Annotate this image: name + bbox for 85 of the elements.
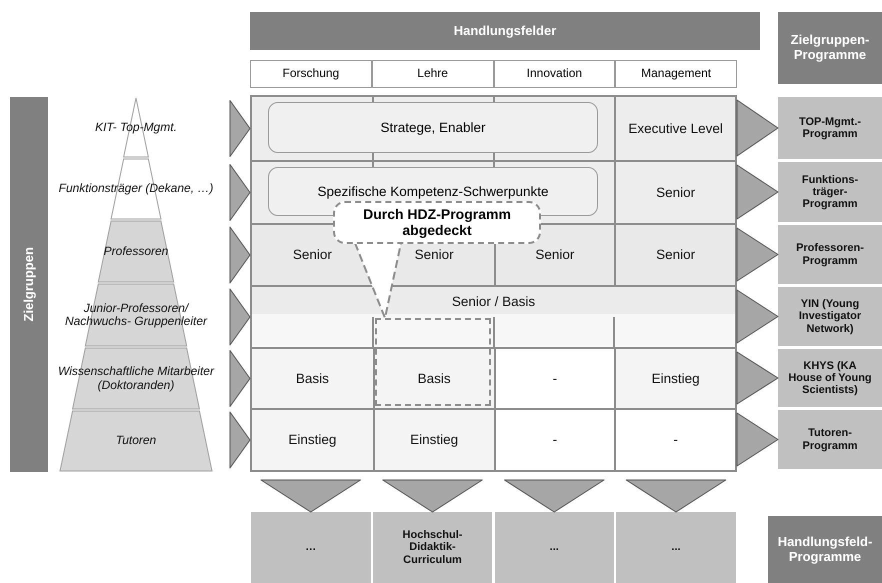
group-label: Wissenschaftliche Mitarbeiter (Doktoranden) [57,365,216,392]
matrix-row [250,285,737,349]
label-text: Senior [292,247,332,263]
callout-pointer [354,242,402,319]
chevron-arrow [736,290,778,344]
header-bar [250,12,760,50]
chevron-arrow [230,350,250,407]
header-bar [768,516,882,583]
rounded-box [268,102,598,153]
label-text: Hochschul- Didaktik- Curriculum [402,529,464,566]
program-box [251,512,370,583]
group-label: KIT- Top-Mgmt. [95,120,177,134]
chevron-arrow [230,164,250,221]
column-header [250,60,372,88]
program-box [494,512,614,583]
label-text: Durch HDZ-Programm abgedeckt [362,206,512,238]
column-header [494,60,616,88]
label-text: Senior [414,247,454,263]
label-text: Handlungsfeld- Programme [776,534,874,564]
matrix-cell [494,410,614,470]
label-text: Spezifische Kompetenz-Schwerpunkte [317,184,549,200]
matrix-row [250,95,737,162]
group-label: Funktionsträger (Dekane, …) [58,182,214,196]
label-text: ... [550,541,559,554]
label-text: Senior [535,247,574,263]
chevron-arrow [230,100,250,157]
label-text: Einstieg [410,432,458,448]
label-text: Zielgruppen-Programme [790,33,870,63]
group-label: Tutoren [116,434,156,448]
label-text: TOP-Mgmt.- Programm [798,116,862,140]
chevron-arrow [382,480,483,512]
label-text: Senior [656,247,696,263]
matrix-cell [494,349,614,408]
label-text: Tutoren- Programm [801,427,859,452]
label-text: … [305,541,316,554]
label-text: KHYS (KA House of Young Scientists) [788,360,872,396]
label-text: Stratege, Enabler [380,120,486,136]
label-text: Handlungsfelder [454,24,556,38]
column-label: Innovation [526,67,582,81]
label-text: - [552,370,558,386]
program-box [778,162,882,222]
column-label: Lehre [417,67,448,81]
label-text: Senior / Basis [452,294,536,310]
column-label: Management [641,67,712,81]
label-text: Executive Level [628,120,723,136]
chevron-arrow [736,412,778,466]
program-box [778,287,882,346]
chevron-arrow [504,480,604,512]
program-box [778,225,882,284]
program-box [778,410,882,469]
group-label: Junior-Professoren/ Nachwuchs- Gruppenleiter [64,302,208,328]
header-bar [778,12,882,84]
column-header [615,60,737,88]
label-text: Einstieg [288,432,336,448]
program-box [372,512,492,583]
group-label: Professoren [104,244,168,258]
label-text: Basis [296,370,329,386]
program-box [616,512,736,583]
label-text: Basis [418,370,451,386]
chevron-arrow [230,288,250,346]
label-text: - [552,432,558,448]
label-text: Professoren- Programm [795,242,865,267]
label-text: Senior [656,184,696,200]
label-text: YIN (Young Investigator Network) [798,298,862,335]
chevron-arrow [626,480,726,512]
matrix-row [250,408,737,472]
program-box [778,97,882,159]
chevron-arrow [736,228,778,282]
chevron-arrow [736,352,778,404]
chevron-arrow [230,226,250,284]
chevron-arrow [736,100,778,156]
chevron-arrow [230,412,250,468]
side-bar [10,97,48,472]
label-text: Einstieg [652,370,700,386]
label-text: - [673,432,678,448]
chevron-arrow [736,164,778,220]
matrix-cell [614,410,735,470]
program-box [778,349,882,407]
dashed-frame [375,318,491,406]
label-text: ... [671,541,681,554]
label-text: Zielgruppen [22,247,36,322]
chevron-arrow [260,480,361,512]
label-text: Funktions- träger- Programm [800,174,860,210]
column-label: Forschung [282,67,340,81]
column-header [372,60,494,88]
